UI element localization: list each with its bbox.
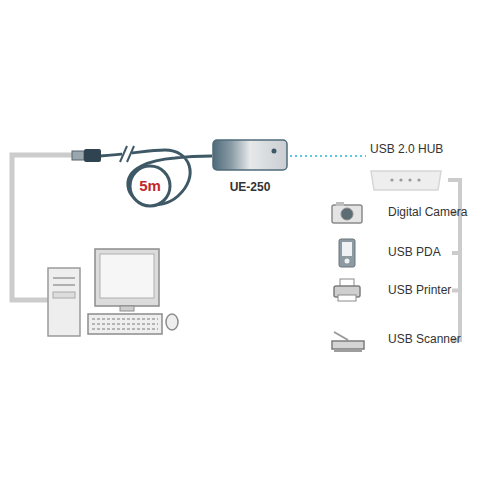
node-label: USB 2.0 HUB xyxy=(370,142,443,156)
usb-device: USB Printer xyxy=(328,277,452,304)
usb-link-dotted xyxy=(290,155,366,157)
node-label: USB PDA xyxy=(388,245,441,259)
usb-device: USB Scanner xyxy=(328,326,452,354)
pc-tower xyxy=(48,268,80,336)
pc-mouse xyxy=(166,314,178,330)
usb-hub: USB 2.0 HUB xyxy=(366,140,448,194)
device-icon xyxy=(328,326,368,354)
node-label: USB Scanner xyxy=(388,332,461,346)
usb-plug xyxy=(72,149,101,162)
node-label: UE-250 xyxy=(210,180,290,194)
pc-keyboard xyxy=(88,314,162,334)
length-circle: 5m xyxy=(128,164,172,208)
node-label: Digital Camera xyxy=(388,205,467,219)
device-icon xyxy=(328,238,368,268)
device-icon xyxy=(328,199,368,227)
hub-body xyxy=(368,167,444,193)
extender-device: UE-250 xyxy=(210,136,290,200)
usb-device: Digital Camera xyxy=(328,199,452,227)
frame-line xyxy=(12,155,74,300)
extender-body xyxy=(210,136,290,172)
cable-break xyxy=(120,146,134,162)
usb-device: USB PDA xyxy=(328,238,452,268)
pc-monitor xyxy=(95,249,159,311)
device-icon xyxy=(328,277,368,304)
node-label: 5m xyxy=(128,177,172,195)
node-label: USB Printer xyxy=(388,283,451,297)
hub-branch-line xyxy=(448,180,460,340)
